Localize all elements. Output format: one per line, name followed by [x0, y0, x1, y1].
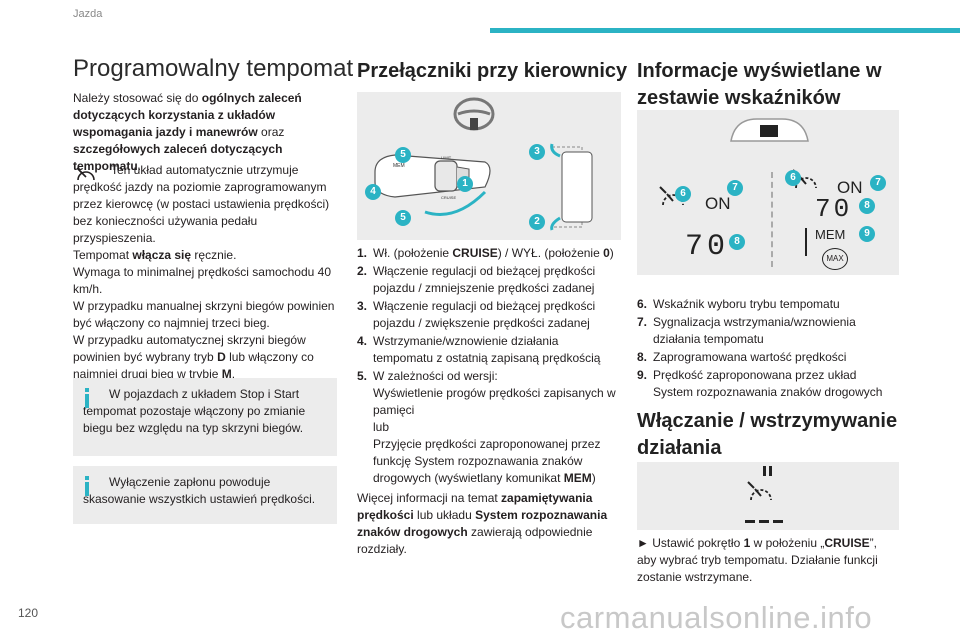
display-speed-left: 70 [685, 230, 730, 264]
display-speed-right: 70 [815, 194, 853, 224]
display-mem: MEM [815, 227, 846, 242]
callout-5-bottom: 5 [395, 210, 411, 226]
display-arrow-line [805, 228, 807, 256]
list-item: 1.Wł. (położenie CRUISE) / WYŁ. (położen… [357, 246, 614, 260]
description-block: Ten układ automatycznie utrzymuje prędko… [73, 163, 335, 381]
section-title-switches: Przełączniki przy kierownicy [357, 60, 628, 82]
note-stop-start: W pojazdach z układem Stop i Start tempo… [73, 378, 337, 456]
callout-8-right: 8 [859, 198, 875, 214]
callout-6-left: 6 [675, 186, 691, 202]
pause-bar-left [763, 466, 766, 476]
page-number: 120 [18, 606, 39, 620]
display-on-right: ON [837, 178, 863, 197]
section-label: Jazda [73, 8, 103, 20]
section-title-activation: Włączanie / wstrzymywanie działania [637, 410, 898, 459]
max-speed-sign: MAX [822, 248, 848, 270]
pause-bar-right [769, 466, 772, 476]
list-item: 9.Prędkość zaproponowana przez układ Sys… [637, 368, 883, 399]
list-item: 4.Wstrzymanie/wznowienie działania tempo… [357, 334, 601, 365]
dash-2 [759, 520, 769, 523]
display-on-left: ON [705, 194, 731, 213]
display-list: 6.Wskaźnik wyboru trybu tempomatu 7.Sygn… [637, 296, 899, 402]
callout-7-left: 7 [727, 180, 743, 196]
dash-1 [745, 520, 755, 523]
header-accent-bar [490, 28, 960, 33]
callout-7-right: 7 [870, 175, 886, 191]
callout-4: 4 [365, 184, 381, 200]
info-icon [81, 388, 93, 408]
section-title-programmable-cruise: Programowalny tempomat [73, 55, 354, 82]
steering-switch-figure: MEM LIMIT CRUISE 5 4 5 1 3 2 [357, 92, 621, 240]
list-item: 2.Włączenie regulacji od bieżącej prędko… [357, 264, 596, 295]
more-info-paragraph: Więcej informacji na temat zapamiętywani… [357, 491, 608, 556]
callout-9: 9 [859, 226, 875, 242]
list-item: 7.Sygnalizacja wstrzymania/wznowienia dz… [637, 315, 856, 346]
cruise-stalk-drawing: MEM LIMIT CRUISE [374, 154, 491, 216]
activation-step: ► Ustawić pokrętło 1 w położeniu „CRUISE… [637, 536, 878, 584]
list-item: 6.Wskaźnik wyboru trybu tempomatu [637, 297, 840, 311]
callout-8-left: 8 [729, 234, 745, 250]
stalk-mem-label: MEM [393, 163, 405, 169]
pause-indicator-figure [637, 462, 899, 530]
list-item: 5.W zależności od wersji:Wyświetlenie pr… [357, 369, 616, 485]
cruise-control-icon [76, 167, 95, 181]
callout-5-top: 5 [395, 147, 411, 163]
instrument-display-figure: ON 70 ON 70 MEM MAX 6 7 8 6 7 8 9 [637, 110, 899, 275]
display-divider [771, 172, 775, 267]
stalk-side-drawing [550, 143, 593, 231]
callout-3: 3 [529, 144, 545, 160]
info-icon [81, 476, 93, 496]
steering-wheel-icon [453, 97, 495, 131]
callout-1: 1 [457, 176, 473, 192]
watermark: carmanualsonline.info [560, 600, 873, 635]
stalk-cruise-label: CRUISE [441, 195, 456, 200]
instrument-cluster-icon [730, 118, 809, 142]
list-item: 8.Zaprogramowana wartość prędkości [637, 350, 847, 364]
intro-paragraph: Należy stosować się do ogólnych zaleceń … [73, 91, 302, 173]
dash-3 [773, 520, 783, 523]
callout-2: 2 [529, 214, 545, 230]
section-title-display: Informacje wyświetlane w zestawie wskaźn… [637, 60, 882, 109]
switches-list: 1.Wł. (położenie CRUISE) / WYŁ. (położen… [357, 245, 621, 488]
callout-6-right: 6 [785, 170, 801, 186]
stalk-limit-label: LIMIT [441, 155, 452, 160]
cruise-paused-icon [747, 481, 772, 501]
note-ignition-off: Wyłączenie zapłonu powoduje skasowanie w… [73, 466, 337, 524]
list-item: 3.Włączenie regulacji od bieżącej prędko… [357, 299, 596, 330]
